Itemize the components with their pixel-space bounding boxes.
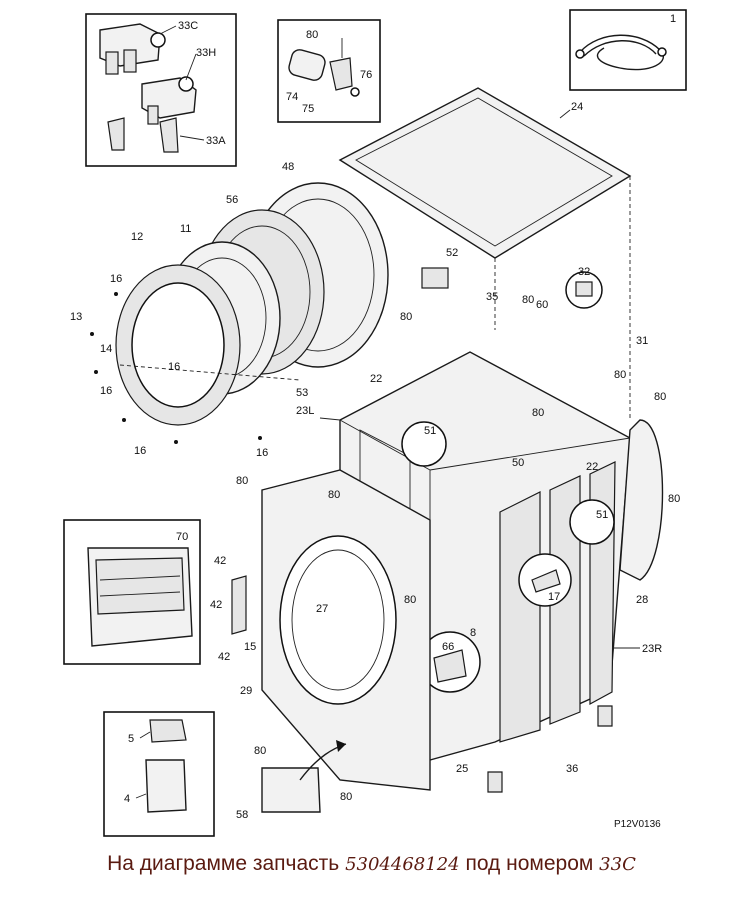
svg-text:80: 80 xyxy=(306,29,318,41)
svg-text:80: 80 xyxy=(522,294,534,306)
svg-text:66: 66 xyxy=(442,641,454,653)
svg-text:23L: 23L xyxy=(296,405,314,417)
svg-text:17: 17 xyxy=(548,591,560,603)
svg-text:5: 5 xyxy=(128,733,134,745)
tub-assembly: 48 56 11 12 53 16 16 16 16 16 13 14 xyxy=(70,161,389,459)
svg-text:15: 15 xyxy=(244,641,256,653)
svg-text:52: 52 xyxy=(446,247,458,259)
caption-part-number: 5304468124 xyxy=(345,854,460,875)
svg-text:36: 36 xyxy=(566,763,578,775)
svg-text:16: 16 xyxy=(134,445,146,457)
top-panel: 24 xyxy=(338,87,632,420)
svg-text:58: 58 xyxy=(236,809,248,821)
caption: На диаграмме запчасть 5304468124 под ном… xyxy=(0,852,743,876)
svg-text:51: 51 xyxy=(596,509,608,521)
svg-text:22: 22 xyxy=(370,373,382,385)
door-lock-inset: 5 4 xyxy=(103,711,215,837)
svg-text:16: 16 xyxy=(100,385,112,397)
drawer: 58 xyxy=(236,740,347,821)
caption-part-label: 33C xyxy=(599,854,636,875)
valve-inset: 33C 33H 33A xyxy=(85,13,237,167)
svg-text:80: 80 xyxy=(614,369,626,381)
svg-text:35: 35 xyxy=(486,291,498,303)
svg-text:80: 80 xyxy=(328,489,340,501)
svg-text:56: 56 xyxy=(226,194,238,206)
diagram-code: P12V0136 xyxy=(614,819,661,830)
svg-text:75: 75 xyxy=(302,103,314,115)
control-panel-inset: 70 xyxy=(63,519,201,665)
svg-text:53: 53 xyxy=(296,387,308,399)
svg-text:23R: 23R xyxy=(642,643,662,655)
svg-text:74: 74 xyxy=(286,91,298,103)
svg-text:24: 24 xyxy=(571,101,583,113)
svg-text:33A: 33A xyxy=(206,135,226,147)
svg-text:50: 50 xyxy=(512,457,524,469)
svg-text:80: 80 xyxy=(668,493,680,505)
svg-text:33C: 33C xyxy=(178,20,198,32)
caption-text-middle: под номером xyxy=(465,852,594,875)
svg-text:42: 42 xyxy=(218,651,230,663)
svg-text:80: 80 xyxy=(404,594,416,606)
caption-text-before: На диаграмме запчасть xyxy=(107,852,340,875)
svg-text:13: 13 xyxy=(70,311,82,323)
svg-text:25: 25 xyxy=(456,763,468,775)
svg-text:28: 28 xyxy=(636,594,648,606)
svg-text:76: 76 xyxy=(360,69,372,81)
svg-text:11: 11 xyxy=(180,223,191,235)
svg-text:42: 42 xyxy=(214,555,226,567)
front-panel: 29 80 27 80 80 80 80 42 42 42 15 xyxy=(210,469,431,803)
svg-text:27: 27 xyxy=(316,603,328,615)
svg-text:16: 16 xyxy=(110,273,122,285)
svg-text:22: 22 xyxy=(586,461,598,473)
svg-text:80: 80 xyxy=(532,407,544,419)
svg-text:1: 1 xyxy=(670,13,676,25)
svg-text:80: 80 xyxy=(400,311,412,323)
svg-text:51: 51 xyxy=(424,425,436,437)
svg-text:32: 32 xyxy=(578,266,590,278)
svg-text:16: 16 xyxy=(256,447,268,459)
svg-text:42: 42 xyxy=(210,599,222,611)
svg-text:80: 80 xyxy=(654,391,666,403)
svg-text:16: 16 xyxy=(168,361,180,373)
svg-text:80: 80 xyxy=(254,745,266,757)
svg-text:8: 8 xyxy=(470,627,476,639)
svg-text:4: 4 xyxy=(124,793,130,805)
svg-text:60: 60 xyxy=(536,299,548,311)
capacitor-inset: 80 74 75 76 xyxy=(277,19,381,123)
svg-text:29: 29 xyxy=(240,685,252,697)
svg-text:31: 31 xyxy=(636,335,648,347)
svg-text:14: 14 xyxy=(100,343,112,355)
svg-text:12: 12 xyxy=(131,231,143,243)
svg-text:80: 80 xyxy=(340,791,352,803)
svg-text:48: 48 xyxy=(282,161,294,173)
hose-inset: 1 xyxy=(569,9,687,91)
svg-text:33H: 33H xyxy=(196,47,216,59)
svg-text:80: 80 xyxy=(236,475,248,487)
svg-text:70: 70 xyxy=(176,531,188,543)
